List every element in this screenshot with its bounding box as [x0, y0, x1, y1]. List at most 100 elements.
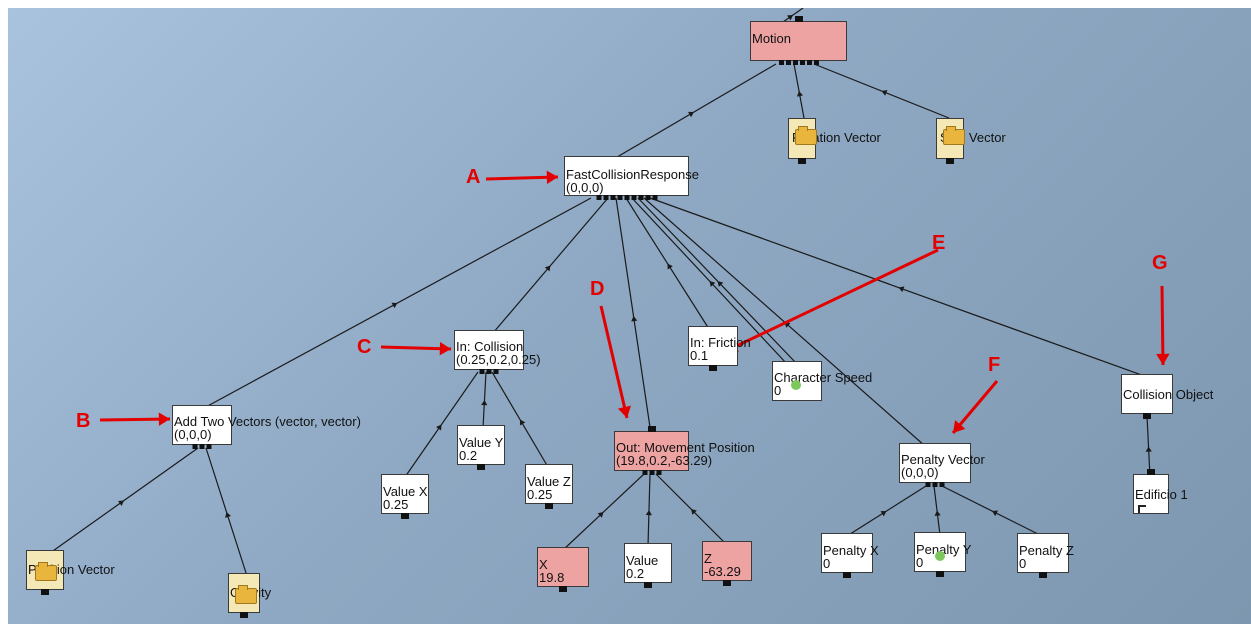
output-port[interactable]: [798, 158, 806, 164]
value-x-value: 0.25: [383, 497, 409, 512]
direction-marker: [597, 512, 604, 518]
direction-marker: [391, 302, 398, 309]
penalty-vector-node[interactable]: Penalty Vector (0,0,0): [899, 443, 985, 487]
direction-marker: [118, 500, 124, 506]
character-speed-node[interactable]: Character Speed 0: [772, 361, 872, 401]
movement-z-title: Z: [704, 551, 712, 566]
movement-x-node[interactable]: X 19.8: [537, 547, 589, 592]
output-port[interactable]: [545, 503, 553, 509]
output-ports[interactable]: [642, 470, 661, 475]
in-collision-node[interactable]: In: Collision (0.25,0.2,0.25): [454, 330, 541, 374]
collision-object-title: Collision Object: [1123, 387, 1214, 402]
folder-icon: [943, 126, 965, 145]
out-movement-position-node[interactable]: Out: Movement Position (19.8,0.2,-63.29): [614, 426, 755, 475]
in-friction-title: In: Friction: [690, 335, 751, 350]
annotation-arrowhead: [953, 420, 966, 433]
size-vector-node[interactable]: Size Vector: [936, 118, 1006, 164]
output-port[interactable]: [843, 572, 851, 578]
movement-z-value: -63.29: [704, 564, 741, 579]
position-vector-node[interactable]: Position Vector: [26, 550, 115, 595]
in-collision-title: In: Collision: [456, 339, 524, 354]
output-port[interactable]: [936, 571, 944, 577]
penalty-y-value: 0: [916, 555, 924, 570]
character-speed-value: 0: [774, 383, 782, 398]
output-port[interactable]: [723, 580, 731, 586]
direction-marker: [667, 263, 673, 270]
value-y-node[interactable]: Value Y 0.2: [457, 425, 505, 470]
output-port[interactable]: [477, 464, 485, 470]
gravity-node[interactable]: Gravity: [228, 573, 271, 618]
direction-marker: [787, 15, 793, 21]
value-x-node[interactable]: Value X 0.25: [381, 474, 429, 519]
output-port[interactable]: [240, 612, 248, 618]
annotation-arrow: [725, 248, 939, 353]
output-port[interactable]: [41, 589, 49, 595]
collision-object-node[interactable]: Collision Object: [1121, 374, 1214, 419]
direction-marker: [992, 510, 998, 517]
annotation-label-e: E: [932, 232, 946, 254]
output-ports[interactable]: [596, 195, 657, 200]
in-friction-node[interactable]: In: Friction 0.1: [688, 326, 751, 371]
penalty-z-title: Penalty Z: [1019, 543, 1074, 558]
output-port[interactable]: [559, 586, 567, 592]
penalty-z-node[interactable]: Penalty Z 0: [1017, 533, 1074, 578]
add-two-vectors-node[interactable]: Add Two Vectors (vector, vector) (0,0,0): [172, 405, 361, 449]
direction-marker: [225, 512, 232, 518]
movement-z-node[interactable]: Z -63.29: [702, 541, 752, 586]
fast-collision-response-node[interactable]: FastCollisionResponse (0,0,0): [564, 156, 699, 200]
direction-marker: [709, 281, 716, 287]
output-port[interactable]: [1143, 413, 1151, 419]
annotation-arrowhead: [439, 341, 451, 356]
folder-icon: [795, 126, 817, 145]
output-ports[interactable]: [479, 369, 499, 374]
penalty-y-node[interactable]: Penalty Y 0: [914, 532, 972, 577]
direction-marker: [645, 510, 652, 516]
direction-marker: [881, 90, 888, 96]
output-port[interactable]: [644, 582, 652, 588]
annotation-arrowhead: [546, 170, 558, 185]
input-port[interactable]: [794, 16, 803, 22]
output-port[interactable]: [709, 365, 717, 371]
direction-marker: [898, 286, 905, 293]
fcr-value: (0,0,0): [566, 180, 604, 195]
value-y-value: 0.2: [459, 448, 478, 463]
output-ports[interactable]: [778, 60, 819, 65]
input-port[interactable]: [1147, 469, 1155, 475]
in-friction-value: 0.1: [690, 348, 709, 363]
output-port[interactable]: [1039, 572, 1047, 578]
graph-canvas[interactable]: Motion Rotation Vector Size Vector FastC…: [8, 8, 1251, 624]
annotation-arrowhead: [1156, 353, 1170, 365]
motion-node[interactable]: Motion: [750, 16, 847, 65]
value-y-title: Value Y: [459, 435, 504, 450]
value-z-value: 0.25: [527, 487, 553, 502]
rotation-vector-node[interactable]: Rotation Vector: [788, 118, 881, 164]
annotation-arrow: [380, 345, 452, 351]
output-ports[interactable]: [925, 482, 945, 487]
annotation-label-g: G: [1152, 252, 1168, 274]
value-z-node[interactable]: Value Z 0.25: [525, 464, 573, 509]
penalty-z-value: 0: [1019, 556, 1027, 571]
direction-marker: [688, 111, 694, 118]
penalty-vector-title: Penalty Vector: [901, 452, 985, 467]
direction-marker: [796, 91, 803, 97]
value-z-title: Value Z: [527, 474, 571, 489]
penalty-x-node[interactable]: Penalty X 0: [821, 533, 879, 578]
annotation-label-b: B: [76, 410, 91, 432]
direction-marker: [544, 265, 551, 272]
annotation-arrow: [99, 417, 171, 422]
edificio-1-node[interactable]: Edificio 1: [1133, 469, 1188, 514]
annotation-arrowhead: [158, 412, 170, 426]
annotation-label-c: C: [357, 336, 372, 358]
folder-icon: [35, 562, 57, 581]
direction-marker: [519, 419, 526, 426]
direction-marker: [717, 281, 724, 287]
output-port[interactable]: [946, 158, 954, 164]
annotation-arrow: [485, 175, 559, 181]
folder-icon: [235, 585, 257, 604]
output-port[interactable]: [401, 513, 409, 519]
output-ports[interactable]: [192, 444, 212, 449]
movement-position-title: Out: Movement Position: [616, 440, 755, 455]
movement-value-node[interactable]: Value 0.2: [624, 543, 672, 588]
penalty-y-title: Penalty Y: [916, 542, 972, 557]
input-port[interactable]: [647, 426, 656, 432]
